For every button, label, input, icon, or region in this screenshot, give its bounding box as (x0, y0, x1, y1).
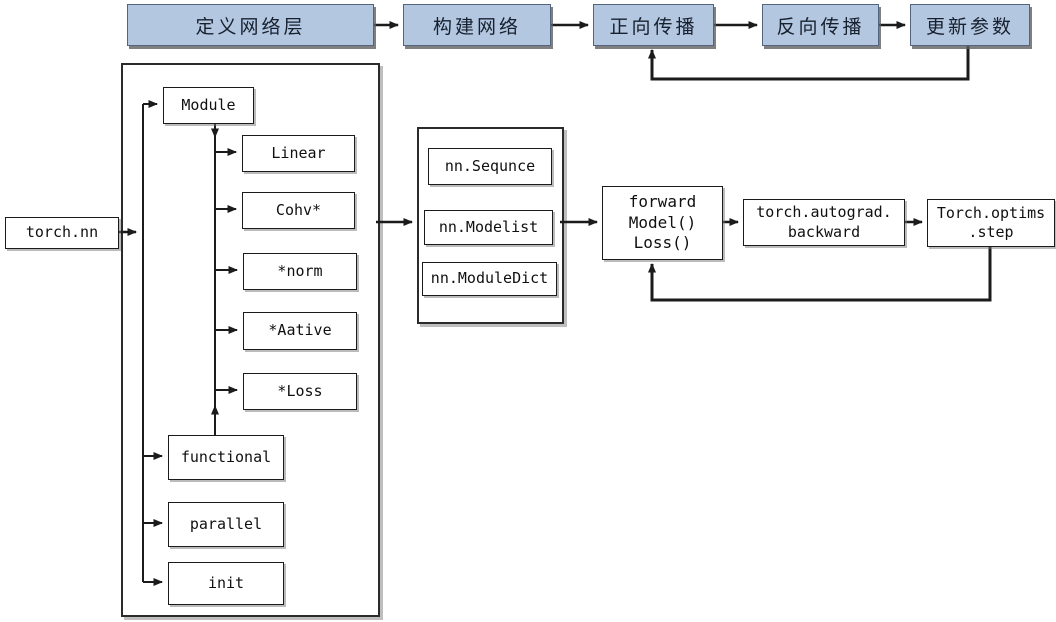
functional-box: functional (168, 435, 284, 480)
autograd-backward-box: torch.autograd. backward (743, 199, 905, 246)
forward-line: forward (628, 191, 697, 211)
optims-line: Torch.optims (936, 203, 1046, 222)
conv-box: Cohv* (242, 192, 355, 229)
linear-label: Linear (271, 143, 326, 162)
sequence-label: nn.Sequnce (444, 156, 536, 175)
moduledict-box: nn.ModuleDict (422, 262, 557, 296)
conv-label: Cohv* (275, 200, 322, 219)
step-define-layers: 定义网络层 (127, 4, 374, 46)
torch-nn-label: torch.nn (25, 223, 99, 242)
parallel-box: parallel (168, 502, 284, 547)
model-call-line: Model() (628, 212, 697, 232)
functional-label: functional (180, 447, 272, 466)
active-box: *Aative (243, 312, 357, 350)
step-forward-prop: 正向传播 (593, 4, 714, 46)
sequence-box: nn.Sequnce (428, 148, 552, 185)
loop-update-to-forwardprop (648, 44, 970, 81)
step-line: .step (968, 223, 1014, 241)
init-box: init (168, 562, 284, 605)
module-label: Module (181, 95, 236, 114)
norm-box: *norm (243, 253, 357, 290)
norm-label: *norm (277, 261, 323, 280)
step-update-params-label: 更新参数 (925, 15, 1014, 38)
modulelist-box: nn.Modelist (424, 210, 553, 245)
parallel-label: parallel (189, 514, 263, 533)
step-backward-prop-label: 反向传播 (776, 15, 865, 38)
autograd-line: torch.autograd. (756, 203, 892, 221)
backward-line: backward (787, 222, 861, 241)
init-label: init (207, 573, 245, 592)
modulelist-label: nn.Modelist (438, 217, 539, 236)
step-build-network: 构建网络 (403, 4, 551, 46)
loss-box: *Loss (243, 373, 357, 410)
loss-label: *Loss (277, 381, 323, 400)
forward-loss-box: forward Model() Loss() (602, 186, 723, 260)
loss-call-line: Loss() (633, 233, 692, 253)
optim-step-box: Torch.optims .step (927, 199, 1055, 247)
step-build-network-label: 构建网络 (432, 15, 521, 38)
active-label: *Aative (268, 321, 332, 340)
module-box: Module (163, 87, 254, 124)
step-define-layers-label: 定义网络层 (195, 15, 306, 38)
torch-nn-box: torch.nn (5, 217, 119, 249)
moduledict-label: nn.ModuleDict (430, 269, 549, 288)
linear-box: Linear (242, 135, 355, 172)
step-backward-prop: 反向传播 (762, 4, 879, 46)
step-forward-prop-label: 正向传播 (609, 15, 698, 38)
step-update-params: 更新参数 (910, 4, 1030, 46)
